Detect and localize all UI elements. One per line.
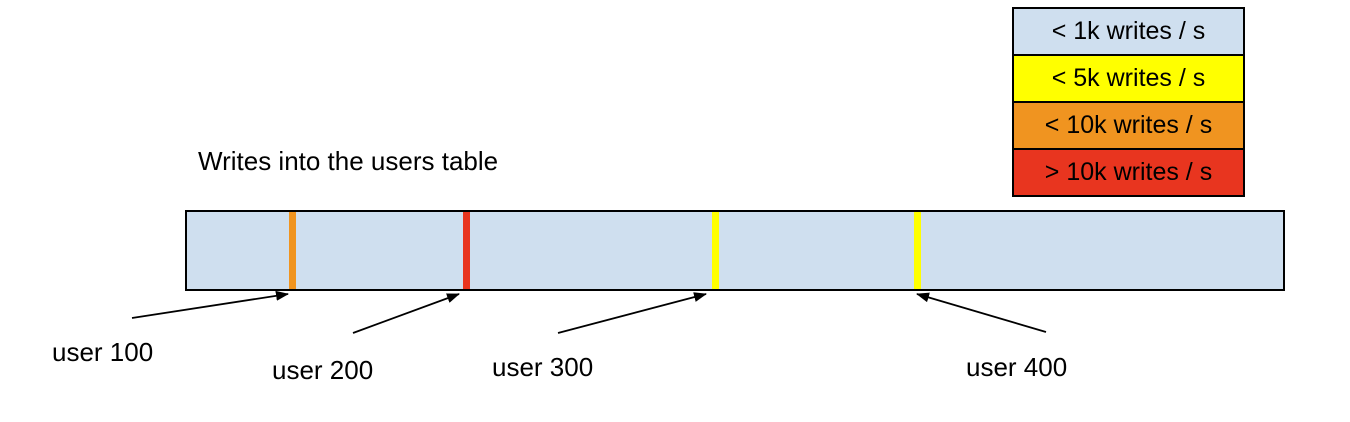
arrow-user-100: [131, 290, 289, 319]
users-table-bar: [185, 210, 1285, 291]
hotspot-marker-user-100: [289, 212, 296, 289]
legend-item-label: < 10k writes / s: [1044, 111, 1213, 139]
legend-item-lt-1k: < 1k writes / s: [1012, 7, 1245, 56]
arrow-user-300: [557, 292, 707, 334]
legend: < 1k writes / s < 5k writes / s < 10k wr…: [1012, 7, 1245, 197]
hotspot-marker-user-400: [914, 212, 921, 289]
arrow-user-400: [916, 292, 1047, 333]
legend-item-lt-10k: < 10k writes / s: [1012, 101, 1245, 150]
user-label-200: user 200: [272, 355, 374, 385]
user-label-100: user 100: [52, 337, 154, 367]
hotspot-marker-user-200: [463, 212, 470, 289]
hotspot-marker-user-300: [712, 212, 719, 289]
legend-item-lt-5k: < 5k writes / s: [1012, 54, 1245, 103]
legend-item-label: < 1k writes / s: [1051, 17, 1206, 45]
arrow-user-200: [352, 293, 460, 334]
legend-item-label: < 5k writes / s: [1051, 64, 1206, 92]
user-label-400: user 400: [966, 352, 1068, 382]
user-label-300: user 300: [492, 352, 594, 382]
legend-item-label: > 10k writes / s: [1044, 158, 1213, 186]
diagram-title: Writes into the users table: [198, 146, 499, 176]
legend-item-gt-10k: > 10k writes / s: [1012, 148, 1245, 197]
